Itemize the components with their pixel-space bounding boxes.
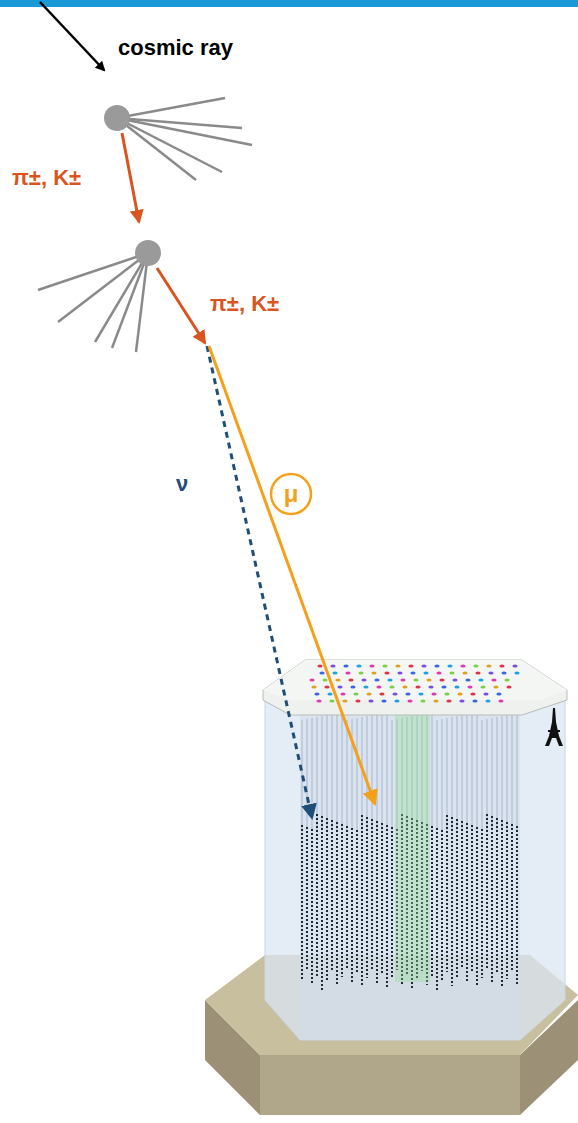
meson-label: π±, K±	[210, 292, 279, 316]
neutrino-label: ν	[176, 472, 188, 496]
interaction-dot	[104, 105, 130, 131]
interaction-dot	[135, 240, 161, 266]
shower-fan	[117, 98, 252, 180]
cosmic-ray-arrow	[40, 2, 104, 70]
top-bar	[0, 0, 578, 7]
eiffel-tower-icon	[545, 708, 563, 746]
meson-arrow	[122, 133, 139, 222]
shower-fan	[38, 253, 148, 352]
muon-track	[209, 346, 375, 804]
meson-arrow	[157, 268, 205, 343]
surface-stations	[309, 664, 519, 702]
detector-strings	[302, 712, 517, 990]
surface-array	[263, 660, 567, 715]
neutrino-track	[207, 346, 312, 818]
muon-circle: μ	[269, 472, 313, 516]
detector-volume	[265, 665, 565, 1040]
meson-label: π±, K±	[12, 166, 81, 190]
cosmic-ray-label: cosmic ray	[118, 36, 233, 60]
muon-symbol: μ	[284, 482, 299, 506]
